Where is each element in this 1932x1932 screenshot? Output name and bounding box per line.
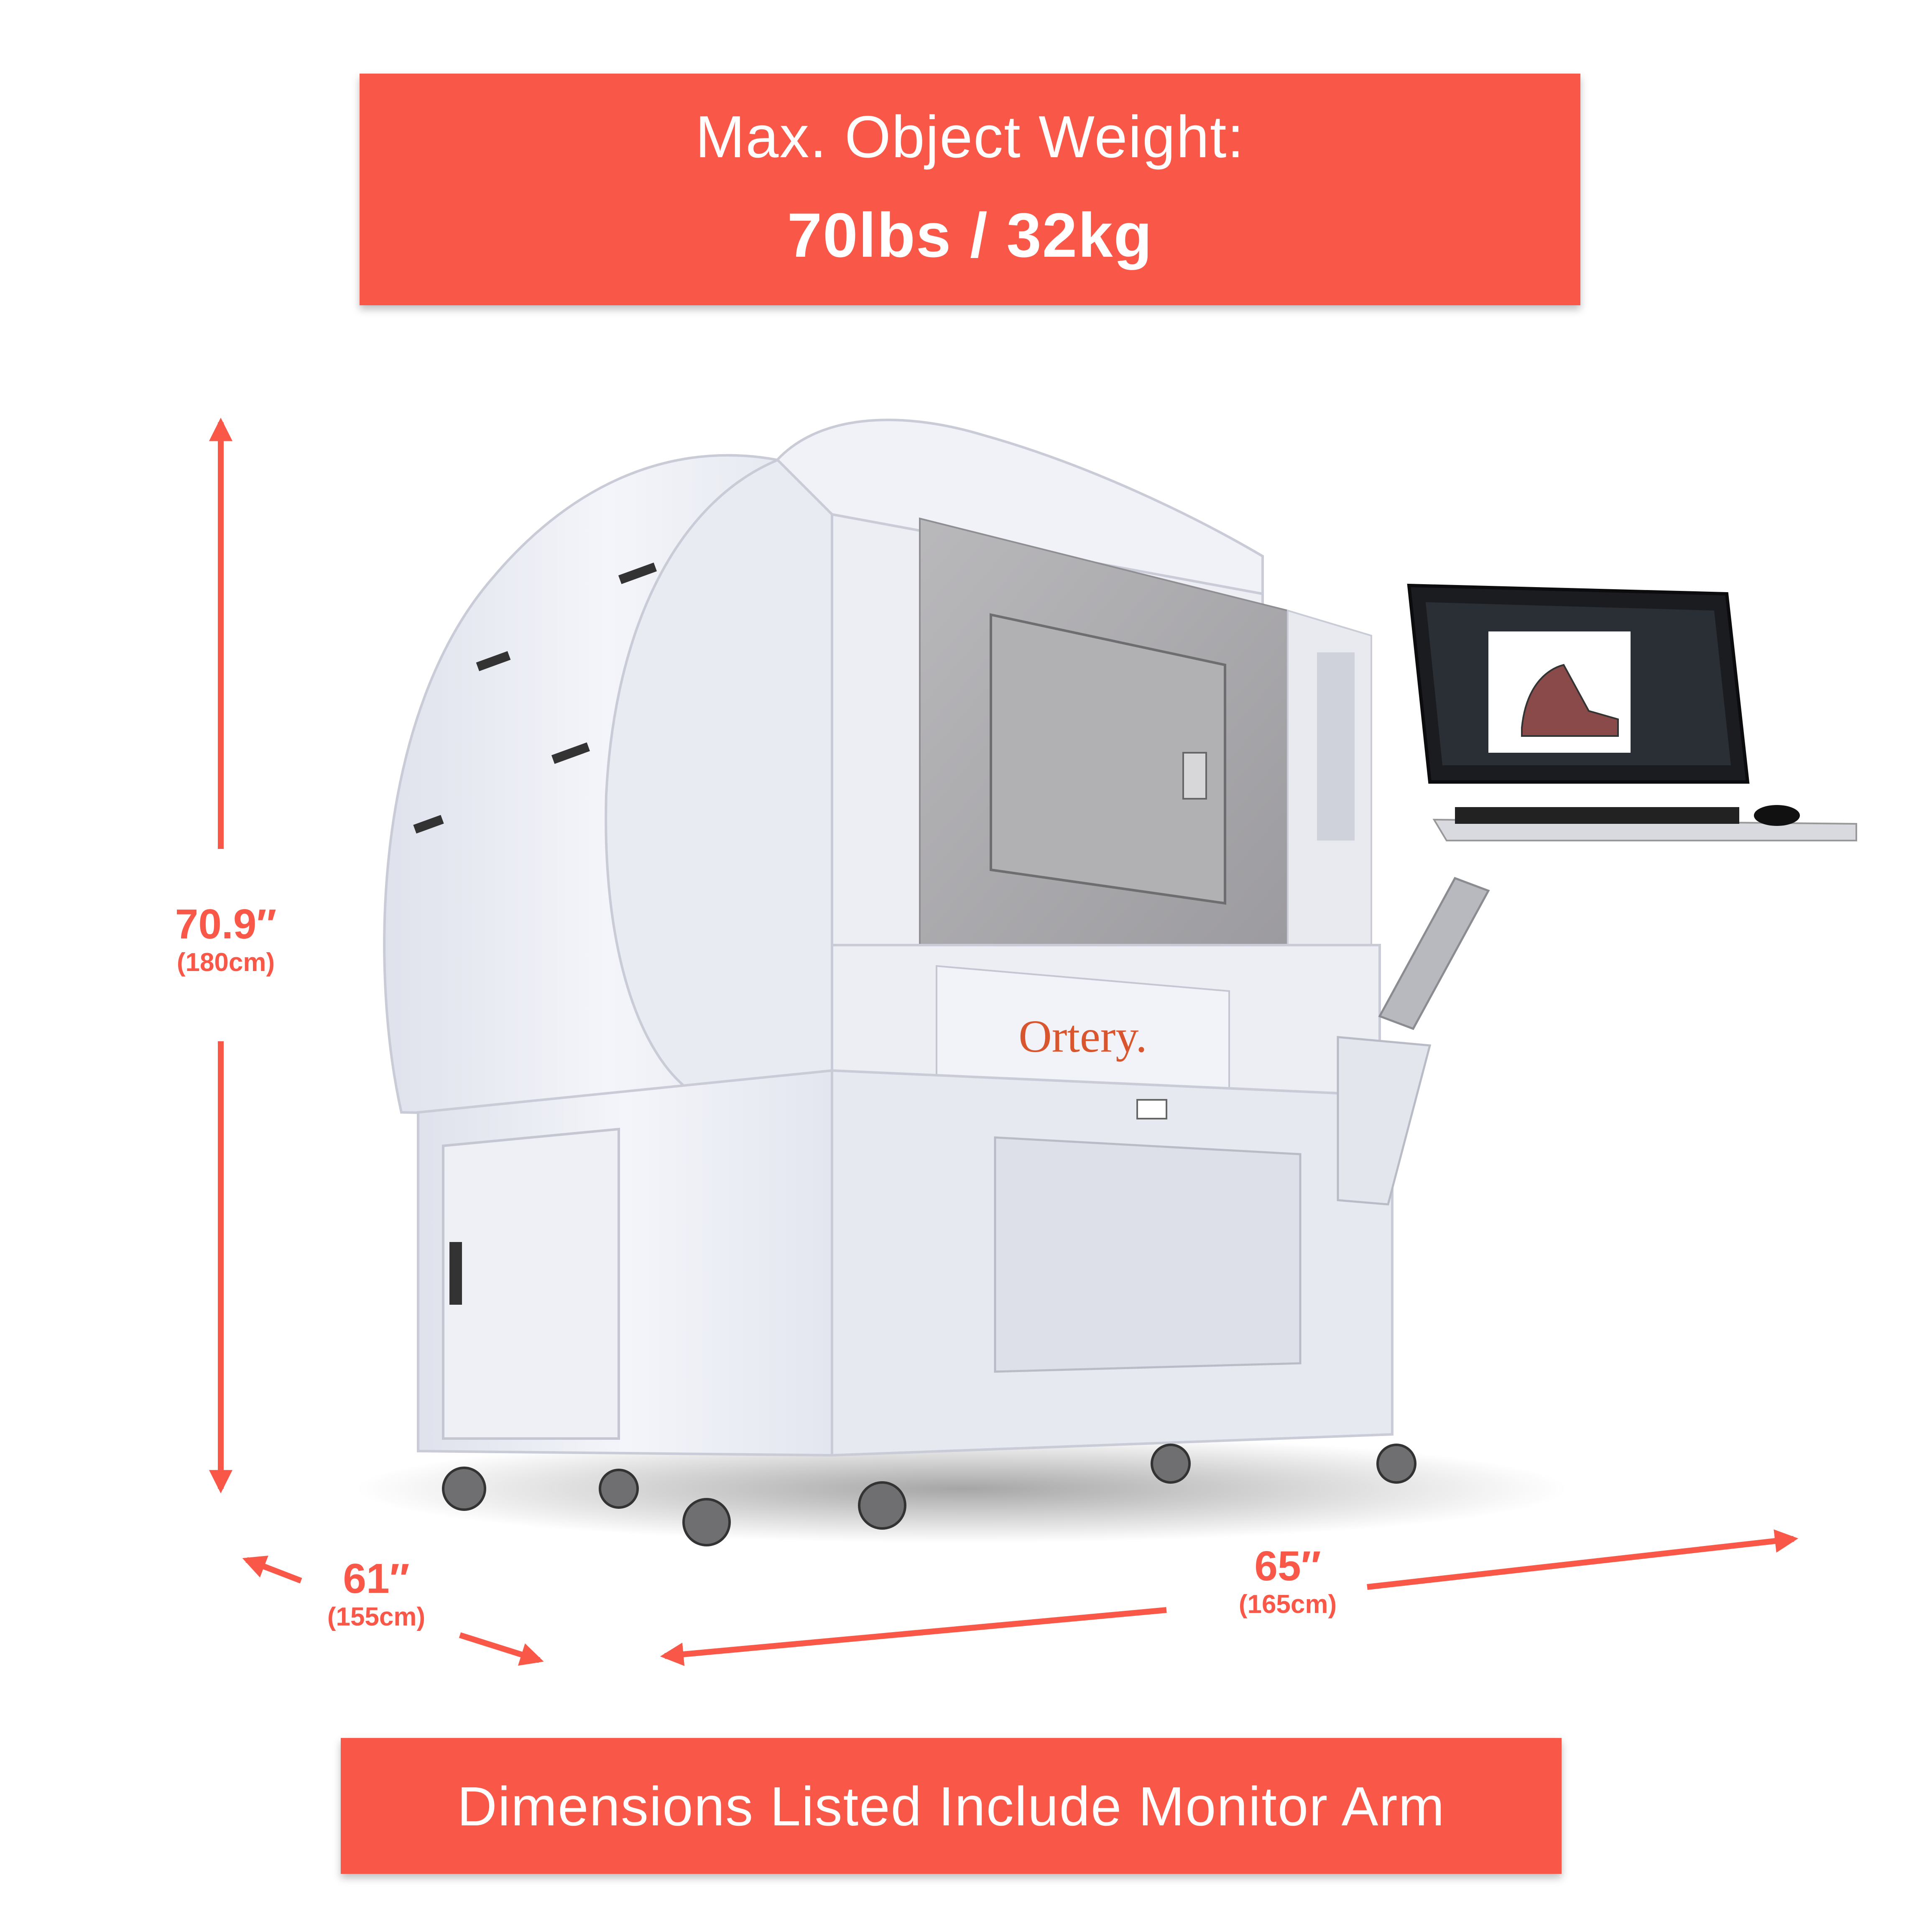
width-imperial: 65″ <box>1254 1543 1321 1590</box>
vent-grille <box>1317 652 1355 841</box>
base-drawer <box>994 1136 1302 1373</box>
depth-arrow-right <box>459 1632 544 1666</box>
caster-wheel <box>1376 1444 1416 1484</box>
monitor-arm <box>1378 877 1490 1030</box>
width-metric: (165cm) <box>1238 1590 1337 1619</box>
door-handle <box>1182 752 1207 800</box>
dome-front <box>605 458 833 1089</box>
caster-wheel <box>442 1467 486 1511</box>
keyboard <box>1455 807 1739 824</box>
cabinet-door <box>442 1127 620 1440</box>
depth-arrow-left <box>242 1555 302 1584</box>
width-dimension: 65″ (165cm) <box>1204 1543 1371 1620</box>
weight-label: Max. Object Weight: <box>695 104 1245 170</box>
caster-wheel <box>1151 1444 1191 1484</box>
width-arrow-right <box>1367 1529 1799 1590</box>
arm-bracket <box>1337 1036 1432 1206</box>
height-imperial: 70.9″ <box>175 901 277 948</box>
height-metric: (180cm) <box>176 948 275 977</box>
depth-dimension: 61″ (155cm) <box>288 1556 464 1633</box>
shoe-image <box>1521 664 1619 737</box>
power-switch <box>1136 1099 1167 1119</box>
dome-slot <box>618 562 657 584</box>
height-dimension: 70.9″ (180cm) <box>146 901 305 978</box>
note-text: Dimensions Listed Include Monitor Arm <box>457 1776 1445 1837</box>
panel-door <box>990 613 1226 905</box>
depth-metric: (155cm) <box>327 1602 426 1631</box>
dome-slot <box>551 742 590 764</box>
dome-slot <box>413 815 444 834</box>
weight-banner: Max. Object Weight: 70lbs / 32kg <box>360 74 1580 305</box>
brand-logo: Ortery. <box>1018 1011 1147 1062</box>
note-banner: Dimensions Listed Include Monitor Arm <box>341 1738 1562 1874</box>
caster-wheel <box>858 1481 906 1530</box>
depth-imperial: 61″ <box>343 1555 410 1602</box>
dome-slot <box>476 651 511 672</box>
cabinet-handle <box>449 1242 462 1305</box>
caster-wheel <box>682 1498 731 1546</box>
weight-value: 70lbs / 32kg <box>787 200 1153 270</box>
mouse <box>1754 805 1800 826</box>
floor-shadow <box>355 1434 1568 1543</box>
caster-wheel <box>599 1469 639 1509</box>
width-arrow-left <box>660 1607 1167 1666</box>
dome-cap <box>771 419 1264 595</box>
casters <box>442 1444 1416 1546</box>
